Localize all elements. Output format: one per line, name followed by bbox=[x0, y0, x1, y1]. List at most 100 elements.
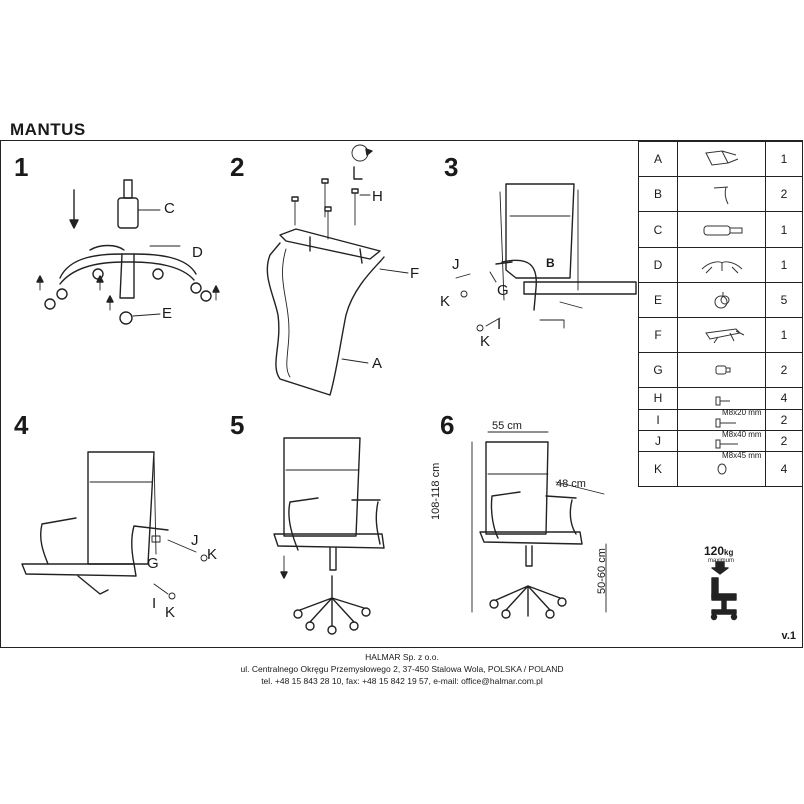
document-title: MANTUS bbox=[10, 120, 86, 139]
max-load-note: maximum bbox=[708, 558, 735, 564]
part-qty: 1 bbox=[765, 211, 803, 248]
parts-row: G 2 bbox=[638, 352, 803, 389]
part-letter: I bbox=[638, 408, 678, 431]
dimension-height: 108-118 cm bbox=[430, 462, 442, 520]
callout-f: F bbox=[410, 265, 420, 282]
part-image-cell bbox=[677, 317, 766, 354]
callout-i: I bbox=[497, 316, 502, 333]
part-qty: 5 bbox=[765, 281, 803, 319]
callout-a: A bbox=[372, 355, 383, 372]
step-number-2: 2 bbox=[230, 152, 245, 182]
version-label: v.1 bbox=[781, 630, 796, 642]
step5-chair-base-illustration bbox=[273, 437, 385, 635]
footer-address: ul. Centralnego Okręgu Przemysłowego 2, … bbox=[240, 664, 564, 674]
backrest-icon bbox=[704, 150, 738, 166]
callout-j-4: J bbox=[191, 532, 199, 549]
callout-b: B bbox=[546, 256, 555, 270]
parts-row: J M8x45 mm 2 bbox=[638, 429, 803, 460]
max-load-value: 120 bbox=[704, 544, 725, 558]
part-letter: B bbox=[638, 176, 678, 213]
part-qty: 1 bbox=[765, 140, 803, 178]
callout-g: G bbox=[497, 282, 509, 299]
mechanism-icon bbox=[704, 328, 744, 344]
step6-dimensions-illustration bbox=[471, 431, 607, 619]
callout-h: H bbox=[372, 188, 383, 205]
part-image-cell bbox=[677, 176, 766, 213]
part-image-cell: M8x20 mm bbox=[677, 387, 766, 417]
spacer-icon bbox=[715, 365, 730, 375]
part-letter: H bbox=[638, 387, 678, 410]
part-image-cell bbox=[677, 450, 766, 488]
callout-c: C bbox=[164, 200, 175, 217]
step-number-3: 3 bbox=[444, 152, 459, 182]
part-qty: 1 bbox=[765, 317, 803, 354]
step-number-1: 1 bbox=[14, 152, 29, 182]
part-image-cell bbox=[677, 281, 766, 319]
callout-g-4: G bbox=[147, 555, 159, 572]
part-image-cell bbox=[677, 352, 766, 389]
callout-k-4b: K bbox=[165, 604, 176, 621]
part-letter: C bbox=[638, 211, 678, 248]
parts-row: B 2 bbox=[638, 176, 803, 213]
step-number-6: 6 bbox=[440, 410, 455, 440]
part-qty: 4 bbox=[765, 450, 803, 488]
parts-row: K 4 bbox=[638, 450, 803, 488]
part-letter: J bbox=[638, 429, 678, 452]
max-load-badge: 120kg maximum bbox=[704, 544, 734, 564]
callout-i-4: I bbox=[152, 595, 157, 612]
parts-row: A 1 bbox=[638, 140, 803, 178]
part-letter: K bbox=[638, 450, 678, 488]
dimension-width: 48 cm bbox=[556, 478, 586, 490]
part-qty: 2 bbox=[765, 352, 803, 389]
callout-k-4: K bbox=[207, 546, 218, 563]
footer-company: HALMAR Sp. z o.o. bbox=[365, 652, 439, 662]
part-qty: 1 bbox=[765, 246, 803, 283]
part-letter: F bbox=[638, 317, 678, 354]
bolt-icon bbox=[715, 418, 736, 428]
part-letter: A bbox=[638, 140, 678, 178]
part-qty: 2 bbox=[765, 429, 803, 452]
step-number-4: 4 bbox=[14, 410, 29, 440]
bolt-icon bbox=[715, 439, 738, 449]
part-image-cell: M8x40 mm bbox=[677, 408, 766, 439]
footer-contact: tel. +48 15 843 28 10, fax: +48 15 842 1… bbox=[261, 676, 543, 686]
max-load-unit: kg bbox=[724, 548, 734, 557]
callout-k: K bbox=[440, 293, 451, 310]
caster-icon bbox=[714, 291, 729, 309]
part-qty: 2 bbox=[765, 176, 803, 213]
part-image-cell bbox=[677, 140, 766, 178]
callout-k-2: K bbox=[480, 333, 491, 350]
step1-base-illustration bbox=[36, 179, 220, 325]
callout-j: J bbox=[452, 256, 460, 273]
max-load-chair-icon bbox=[710, 561, 738, 621]
armrest-icon bbox=[713, 186, 728, 205]
dimension-depth: 55 cm bbox=[492, 420, 522, 432]
part-qty: 4 bbox=[765, 387, 803, 410]
part-letter: E bbox=[638, 281, 678, 319]
part-letter: D bbox=[638, 246, 678, 283]
step4-armrest-bolts-illustration bbox=[21, 451, 208, 600]
parts-row: C 1 bbox=[638, 211, 803, 248]
parts-list-table: A 1 B 2 C 1 D 1 E 5 F 1 bbox=[638, 140, 803, 488]
parts-row: I M8x40 mm 2 bbox=[638, 408, 803, 439]
instructions-frame bbox=[0, 140, 803, 648]
part-image-cell bbox=[677, 246, 766, 283]
part-image-cell: M8x45 mm bbox=[677, 429, 766, 460]
callout-e: E bbox=[162, 305, 173, 322]
part-image-cell bbox=[677, 211, 766, 248]
step2-mechanism-illustration bbox=[266, 144, 409, 396]
dimension-seat-height: 50-60 cm bbox=[596, 548, 608, 594]
bolt-icon bbox=[715, 396, 730, 406]
parts-row: F 1 bbox=[638, 317, 803, 354]
step3-armrest-illustration bbox=[455, 183, 637, 332]
gas-lift-icon bbox=[703, 225, 742, 235]
parts-row: D 1 bbox=[638, 246, 803, 283]
step-number-5: 5 bbox=[230, 410, 245, 440]
part-qty: 2 bbox=[765, 408, 803, 431]
parts-row: H M8x20 mm 4 bbox=[638, 387, 803, 417]
part-letter: G bbox=[638, 352, 678, 389]
washer-icon bbox=[717, 463, 726, 475]
callout-d: D bbox=[192, 244, 203, 261]
parts-row: E 5 bbox=[638, 281, 803, 319]
star-base-icon bbox=[701, 261, 742, 274]
